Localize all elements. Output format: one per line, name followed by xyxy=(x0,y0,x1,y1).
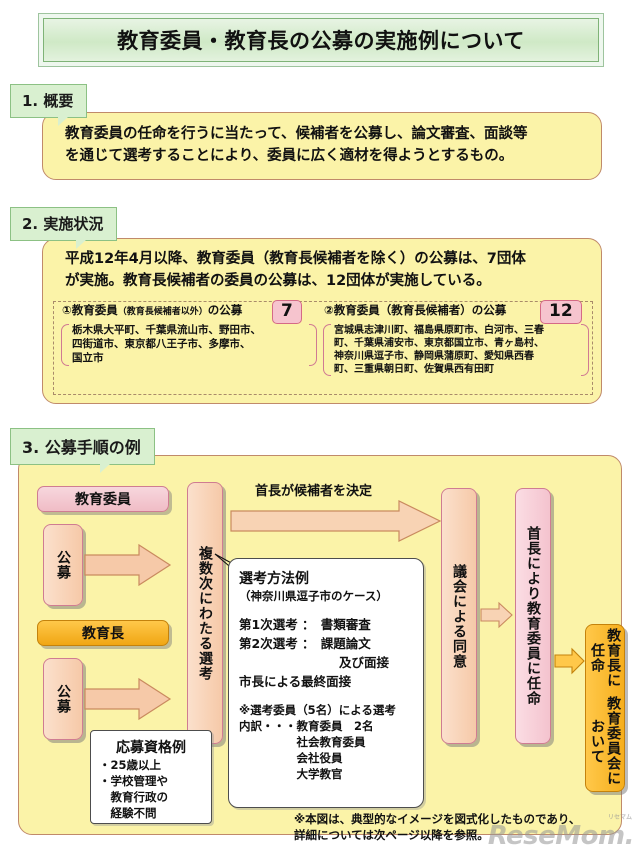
callout-method-note-row-2: 社会教育委員 xyxy=(239,735,366,749)
flow-box-final-appointment-line-2: 教育長に任命 xyxy=(589,628,622,689)
callout-method-note-tail: （5名）による選考 xyxy=(296,703,396,717)
flow-box-kyoiku-iin: 教育委員 xyxy=(37,486,169,512)
flow-box-kyoikucho: 教育長 xyxy=(37,620,169,646)
callout-selection-method-heading: 選考方法例 xyxy=(239,571,309,587)
section-3-tab: 3. 公募手順の例 xyxy=(10,428,155,473)
footnote: ※本図は、典型的なイメージを図式化したものであり、 詳細については次ページ以降を… xyxy=(294,812,580,843)
section-1-line-2: を通じて選考することにより、委員に広く適材を得ようとするもの。 xyxy=(65,147,514,164)
callout-method-note-head: ※選考委員 xyxy=(239,703,297,717)
subbox-2-heading: ②教育委員（教育長候補者）の公募 xyxy=(324,303,507,317)
flow-box-assembly-consent: 議会による同意 xyxy=(441,488,477,744)
callout-qualification: 応募資格例 ・25歳以上 ・学校管理や 教育行政の 経験不問 xyxy=(90,730,212,824)
arrow-koubo-2-to-senkou xyxy=(84,677,172,721)
subbox-2-count-badge: 12 xyxy=(540,300,582,325)
subbox-1-list: 栃木県大平町、千葉県流山市、野田市、 四街道市、東京都八王子市、多摩市、 国立市 xyxy=(60,322,318,368)
section-1-panel: 教育委員の任命を行うに当たって、候補者を公募し、論文審査、面談等 を通じて選考す… xyxy=(42,112,602,180)
flow-box-multistage-selection-label: 複数次にわたる選考 xyxy=(197,545,214,681)
footnote-line-1: ※本図は、典型的なイメージを図式化したものであり、 xyxy=(294,812,581,826)
callout-selection-method: 選考方法例 （神奈川県逗子市のケース） 第1次選考 ： 書類審査 第2次選考 ：… xyxy=(228,558,424,808)
arrow-to-assembly xyxy=(230,500,442,542)
callout-method-note-row-3: 会社役員 xyxy=(239,751,343,765)
section-2-line-2: が実施。教育長候補者の委員の公募は、12団体が実施している。 xyxy=(65,272,491,289)
callout-method-note-row-4: 大学教官 xyxy=(239,767,343,781)
callout-method-row-4: 市長による最終面接 xyxy=(239,674,352,689)
callout-qualification-row-4: 経験不問 xyxy=(99,806,157,820)
callout-method-note-row-1: 内訳・・・教育委員 2名 xyxy=(239,719,374,733)
arrow-assembly-to-appointment xyxy=(480,601,513,629)
section-1-body: 教育委員の任命を行うに当たって、候補者を公募し、論文審査、面談等 を通じて選考す… xyxy=(65,124,585,168)
flow-diagram: 教育委員 公募 教育長 公募 複数次にわたる選考 首長が候補者を xyxy=(19,456,625,834)
callout-method-note-heading: ※選考委員（5名）による選考 xyxy=(239,702,413,718)
flow-box-koubo-2: 公募 xyxy=(43,658,83,740)
arrow-koubo-1-to-senkou xyxy=(84,543,172,587)
subbox-1-heading: ①教育委員（教育長候補者以外）の公募 xyxy=(62,304,242,318)
watermark-label: ReseMom. xyxy=(487,821,635,851)
footnote-line-2: 詳細については次ページ以降を参照。 xyxy=(294,827,489,842)
implementation-subboxes: ①教育委員（教育長候補者以外）の公募 7 栃木県大平町、千葉県流山市、野田市、 … xyxy=(53,300,593,395)
document-title-inner: 教育委員・教育長の公募の実施例について xyxy=(43,18,599,62)
document-title-frame: 教育委員・教育長の公募の実施例について xyxy=(38,13,604,67)
arrow-appointment-to-final xyxy=(554,647,585,675)
subbox-1-list-line-2: 四街道市、東京都八王子市、多摩市、 xyxy=(72,337,251,350)
flow-box-kyoiku-iin-label: 教育委員 xyxy=(75,492,131,508)
subbox-1-heading-tail: の公募 xyxy=(207,303,243,317)
callout-qualification-row-1: ・25歳以上 xyxy=(99,758,162,772)
section-1-tab: 1. 概要 xyxy=(10,84,88,126)
flow-box-appoint-as-member: 首長により教育委員に任命 xyxy=(515,488,551,744)
callout-method-row-3: 及び面接 xyxy=(239,655,390,670)
page-title: 教育委員・教育長の公募の実施例について xyxy=(117,29,525,53)
section-2-body: 平成12年4月以降、教育委員（教育長候補者を除く）の公募は、7団体 が実施。教育… xyxy=(65,249,585,293)
flow-box-final-appointment: 教育長に任命 教育委員会において xyxy=(585,624,625,792)
flow-box-assembly-consent-label: 議会による同意 xyxy=(451,563,468,669)
subbox-2-list-line-4: 町、三重県朝日町、佐賀県西有田町 xyxy=(334,364,494,375)
subbox-1-heading-paren: （教育長候補者以外） xyxy=(117,307,208,317)
callout-selection-method-subheading: （神奈川県逗子市のケース） xyxy=(239,589,388,603)
flow-label-chief-decides: 首長が候補者を決定 xyxy=(255,484,373,499)
subbox-2-list-line-2: 町、千葉県浦安市、東京都国立市、青ヶ島村、 xyxy=(334,338,544,349)
subbox-2-list: 宮城県志津川町、福島県原町市、白河市、三春 町、千葉県浦安市、東京都国立市、青ヶ… xyxy=(322,322,590,378)
subbox-2-list-line-1: 宮城県志津川町、福島県原町市、白河市、三春 xyxy=(334,325,544,336)
flow-box-appoint-as-member-label: 首長により教育委員に任命 xyxy=(525,526,542,706)
subbox-2-list-line-3: 神奈川県逗子市、静岡県蒲原町、愛知県西春 xyxy=(334,351,534,362)
section-2-panel: 平成12年4月以降、教育委員（教育長候補者を除く）の公募は、7団体 が実施。教育… xyxy=(42,238,602,404)
flow-box-koubo-1-label: 公募 xyxy=(55,550,72,580)
flow-box-multistage-selection: 複数次にわたる選考 xyxy=(187,482,223,744)
callout-qualification-row-3: 教育行政の xyxy=(99,790,168,804)
watermark-tiny-label: リセマム xyxy=(607,814,632,821)
callout-qualification-row-2: ・学校管理や xyxy=(99,774,168,788)
flow-box-kyoikucho-label: 教育長 xyxy=(82,626,124,642)
section-2-tab: 2. 実施状況 xyxy=(10,207,118,249)
callout-method-row-2: 第2次選考 ： 課題論文 xyxy=(239,636,371,651)
subbox-1-heading-main: ①教育委員 xyxy=(62,303,118,317)
section-2-line-1: 平成12年4月以降、教育委員（教育長候補者を除く）の公募は、7団体 xyxy=(65,251,526,267)
watermark: リセマム ReseMom. xyxy=(487,814,635,851)
flow-box-koubo-2-label: 公募 xyxy=(55,684,72,714)
section-1-line-1: 教育委員の任命を行うに当たって、候補者を公募し、論文審査、面談等 xyxy=(65,126,528,142)
subbox-1-count-badge: 7 xyxy=(272,300,302,325)
subbox-1-list-line-3: 国立市 xyxy=(72,351,104,364)
flow-box-koubo-1: 公募 xyxy=(43,524,83,606)
callout-qualification-heading: 応募資格例 xyxy=(116,740,186,756)
subbox-1-list-line-1: 栃木県大平町、千葉県流山市、野田市、 xyxy=(72,324,261,336)
callout-method-row-1: 第1次選考 ： 書類審査 xyxy=(239,617,371,632)
flow-box-final-appointment-line-1: 教育委員会において xyxy=(589,696,622,787)
